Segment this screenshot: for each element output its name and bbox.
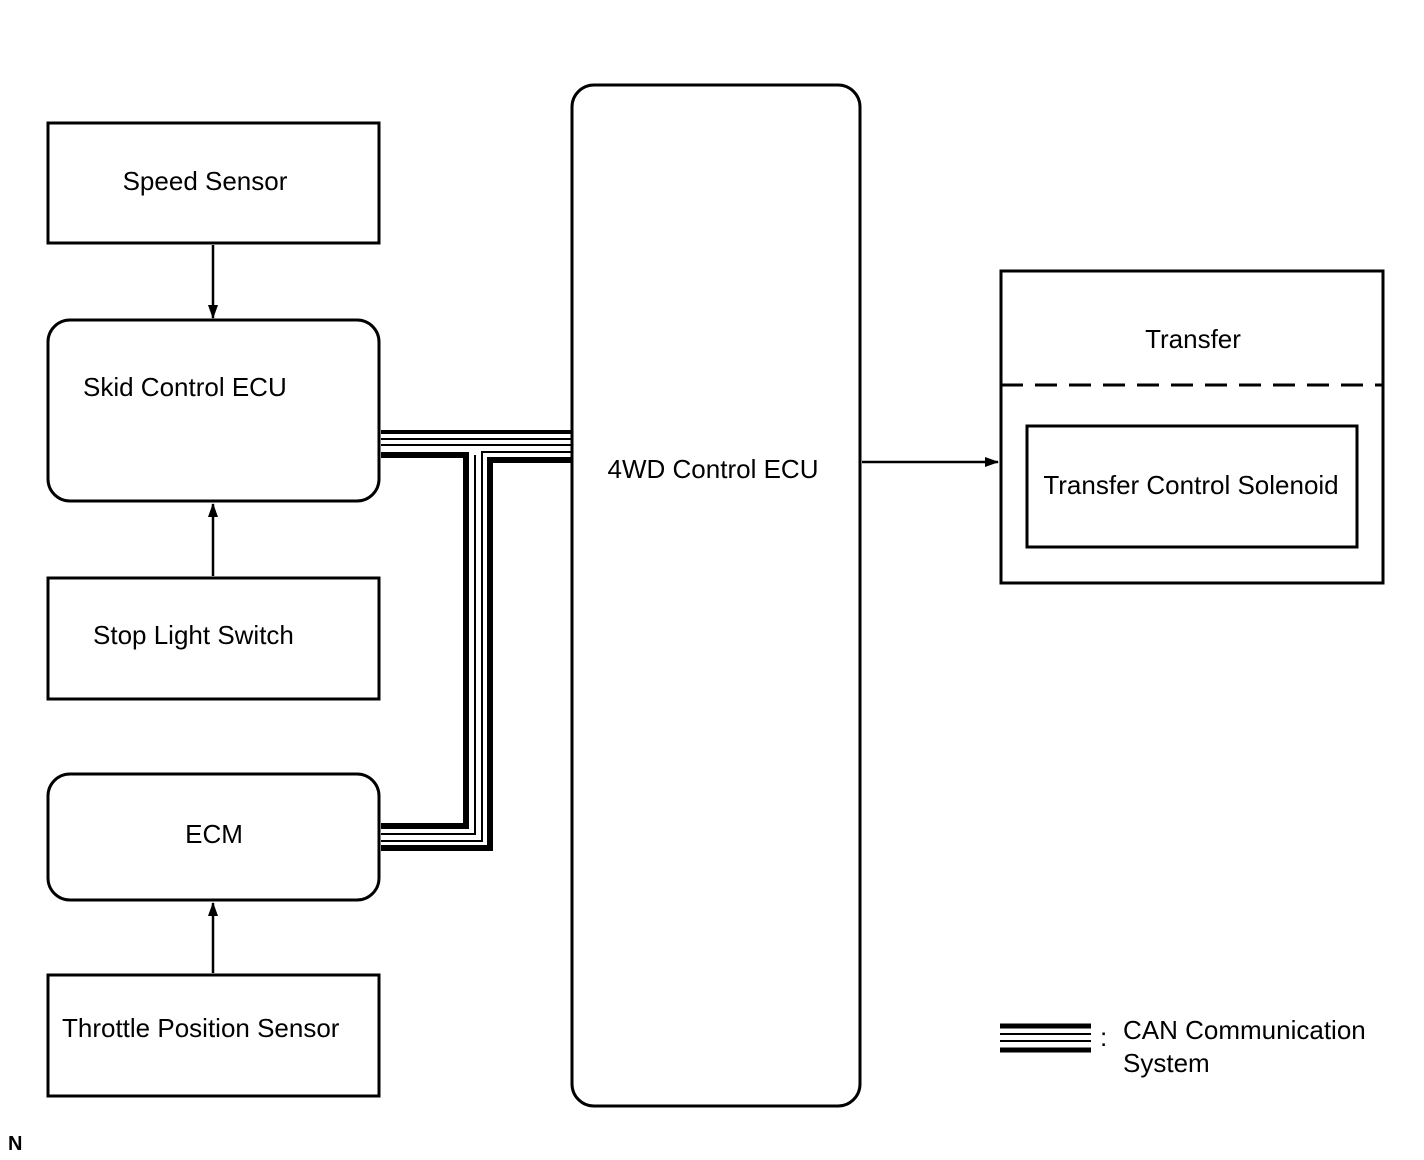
fourwd-control-ecu-block: 4WD Control ECU (570, 83, 862, 1108)
legend-label-line1: CAN Communication (1123, 1015, 1366, 1045)
transfer-control-solenoid-block: Transfer Control Solenoid (1025, 424, 1359, 549)
throttle-position-sensor-block: Throttle Position Sensor (46, 973, 381, 1098)
legend: : CAN Communication System (1000, 1015, 1366, 1078)
legend-label-line2: System (1123, 1048, 1210, 1078)
stop-light-switch-block: Stop Light Switch (46, 576, 381, 701)
transfer-label: Transfer (1145, 324, 1241, 354)
skid-control-ecu-label: Skid Control ECU (83, 372, 287, 402)
fourwd-control-ecu-label: 4WD Control ECU (608, 454, 819, 484)
skid-control-ecu-block: Skid Control ECU (46, 318, 381, 503)
transfer-control-solenoid-label: Transfer Control Solenoid (1043, 470, 1338, 500)
throttle-position-sensor-label: Throttle Position Sensor (62, 1013, 340, 1043)
speed-sensor-label: Speed Sensor (123, 166, 288, 196)
corner-mark: N (8, 1133, 22, 1155)
stop-light-switch-label: Stop Light Switch (93, 620, 294, 650)
can-bus-lines (381, 430, 572, 851)
legend-separator: : (1100, 1022, 1107, 1052)
transfer-block: Transfer Transfer Control Solenoid (999, 269, 1385, 585)
legend-can-symbol (1000, 1023, 1091, 1053)
ecm-block: ECM (46, 772, 381, 902)
ecm-label: ECM (185, 819, 243, 849)
speed-sensor-block: Speed Sensor (46, 121, 381, 245)
